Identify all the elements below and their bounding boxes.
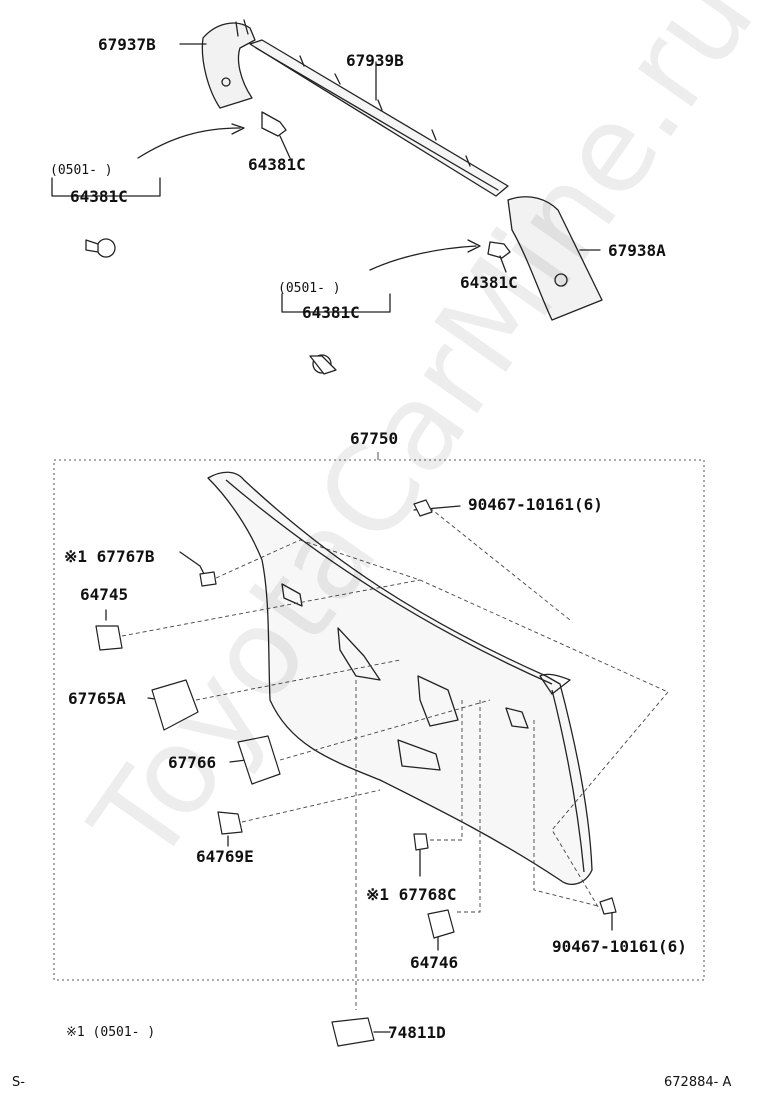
part-64746 — [427, 909, 455, 939]
back-door-trim-board — [207, 471, 593, 885]
part-74811D — [331, 1017, 375, 1047]
label-90467-lower: 90467-10161(6) — [552, 937, 687, 956]
clip-90467-lower — [599, 897, 617, 915]
label-67768C: ※1 67768C — [366, 885, 457, 904]
label-64746: 64746 — [410, 953, 459, 972]
label-64769E: 64769E — [196, 847, 254, 866]
label-range-right: (0501- ) — [278, 281, 341, 296]
clip-90467-upper — [413, 499, 433, 517]
label-67766: 67766 — [168, 753, 217, 772]
label-90467-upper: 90467-10161(6) — [468, 495, 603, 514]
clip-64381C-lower — [309, 354, 337, 375]
label-67750: 67750 — [350, 429, 399, 448]
rail-trim-67939B — [249, 39, 509, 197]
label-67938A: 67938A — [608, 241, 666, 260]
part-64769E — [217, 811, 243, 835]
label-64381C-lower: 64381C — [302, 303, 360, 322]
assembly-box-67750 — [53, 452, 705, 981]
part-64745 — [95, 625, 123, 651]
label-67939B: 67939B — [346, 51, 404, 70]
label-67937B: 67937B — [98, 35, 156, 54]
part-67766 — [237, 735, 281, 785]
arrow-right — [369, 245, 477, 271]
label-67767B: ※1 67767B — [64, 547, 155, 566]
part-67767B — [199, 571, 217, 587]
label-64381C-upper: 64381C — [248, 155, 306, 174]
part-67768C — [413, 833, 429, 851]
label-64745: 64745 — [80, 585, 129, 604]
clip-64381C-left — [85, 238, 116, 258]
label-64381C-right: 64381C — [460, 273, 518, 292]
footer-left: S- — [12, 1075, 25, 1090]
arrow-left — [137, 127, 241, 159]
pillar-trim-67937B — [201, 19, 256, 109]
label-range-left: (0501- ) — [50, 163, 113, 178]
clip-64381C-right — [487, 241, 511, 259]
label-64381C-left: 64381C — [70, 187, 128, 206]
footer-right: 672884- A — [664, 1075, 732, 1090]
label-67765A: 67765A — [68, 689, 126, 708]
pillar-trim-67938A — [507, 196, 603, 321]
footnote-1: ※1 (0501- ) — [66, 1025, 156, 1040]
label-74811D: 74811D — [388, 1023, 446, 1042]
part-67765A — [151, 679, 199, 731]
clip-64381C-upper — [261, 111, 287, 137]
